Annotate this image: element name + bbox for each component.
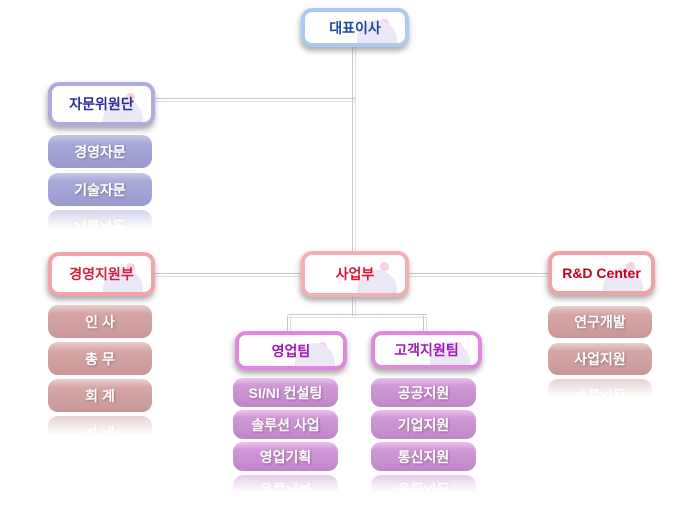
org-node-sales-team-label: 영업팀 — [271, 342, 311, 359]
reflection-rnd: 사업지원 — [548, 379, 652, 411]
org-item-mgmt-2: 총 무 — [48, 342, 152, 375]
org-item-rnd-2: 사업지원 — [548, 343, 652, 375]
decor-circle-icon — [103, 269, 143, 292]
reflection-mgmt: 회 계 — [48, 416, 152, 449]
org-node-mgmt-support: 경영지원부 — [48, 252, 155, 296]
decor-dot-icon — [380, 262, 389, 271]
org-item-rnd-1: 연구개발 — [548, 306, 652, 338]
org-item-sales-1: SI/NI 컨설팅 — [233, 378, 338, 407]
org-node-rnd-center-label: R&D Center — [562, 265, 641, 281]
org-item-customer-2: 기업지원 — [371, 410, 476, 439]
connector-sales-stub — [287, 316, 291, 331]
decor-circle-icon — [295, 343, 335, 366]
org-node-ceo-label: 대표이사 — [329, 19, 381, 36]
org-node-customer-team: 고객지원팀 — [371, 331, 482, 369]
connector-customer-stub — [423, 316, 427, 331]
connector-business-down — [352, 296, 356, 316]
decor-dot-icon — [126, 93, 135, 102]
reflection-customer: 통신지원 — [371, 475, 476, 504]
org-item-sales-3: 영업기획 — [233, 442, 338, 471]
org-node-customer-team-label: 고객지원팀 — [394, 342, 459, 358]
decor-dot-icon — [126, 263, 135, 272]
org-item-advisory-2: 기술자문 — [48, 173, 152, 206]
connector-advisory-branch — [155, 98, 355, 102]
org-item-sales-2: 솔루션 사업 — [233, 410, 338, 439]
org-node-mgmt-support-label: 경영지원부 — [69, 266, 134, 282]
decor-circle-icon — [357, 270, 397, 293]
decor-circle-icon — [103, 99, 143, 122]
org-node-business-label: 사업부 — [335, 266, 375, 282]
org-node-advisory: 자문위원단 — [48, 82, 155, 126]
decor-circle-icon — [603, 268, 643, 291]
org-item-customer-1: 공공지원 — [371, 378, 476, 407]
decor-circle-icon — [430, 342, 470, 365]
reflection-sales: 영업기획 — [233, 475, 338, 504]
org-node-rnd-center: R&D Center — [548, 251, 655, 295]
org-node-ceo: 대표이사 — [301, 8, 409, 47]
org-node-sales-team: 영업팀 — [235, 331, 347, 370]
reflection-advisory: 기술자문 — [48, 210, 152, 243]
decor-circle-icon — [357, 20, 397, 43]
connector-teams-branch — [287, 314, 427, 318]
decor-dot-icon — [626, 262, 635, 271]
org-item-customer-3: 통신지원 — [371, 442, 476, 471]
org-item-mgmt-1: 인 사 — [48, 305, 152, 338]
org-item-advisory-1: 경영자문 — [48, 135, 152, 168]
org-item-mgmt-3: 회 계 — [48, 379, 152, 412]
org-node-business: 사업부 — [301, 251, 409, 297]
org-node-advisory-label: 자문위원단 — [69, 96, 134, 112]
connector-ceo-to-business — [352, 47, 356, 251]
